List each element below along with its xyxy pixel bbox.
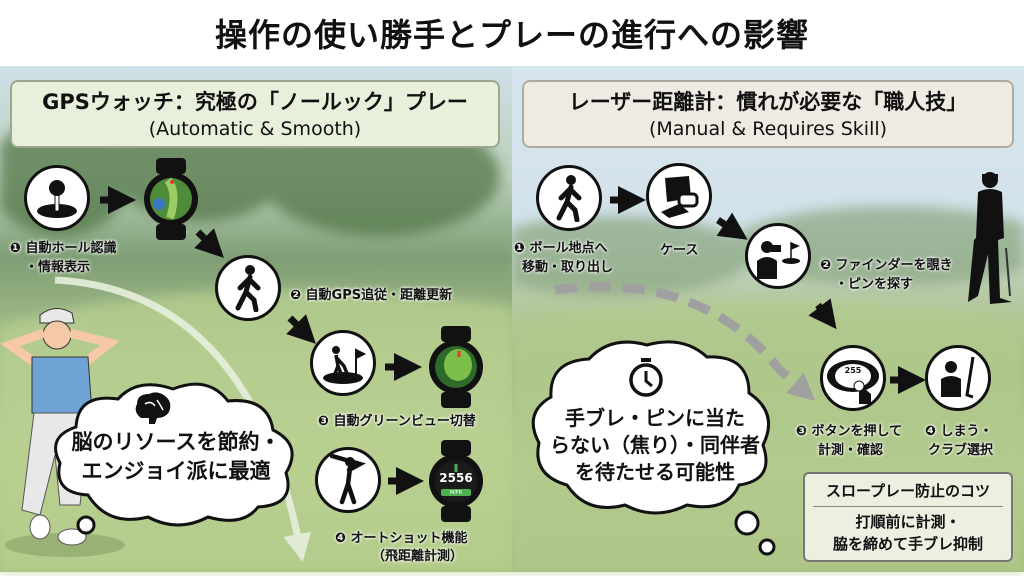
stopwatch-icon [629,358,663,397]
watch-distance-unit: M/FR [449,490,463,496]
cloud-line: 手ブレ・ピンに当た [565,406,745,430]
gps-watch-header: GPSウォッチ：究極の「ノールック」プレー (Automatic & Smoot… [10,80,500,148]
header-title: レーザー距離計：慣れが必要な「職人技」 [568,90,968,114]
step-label: クラブ選択 [928,443,994,458]
cloud-text: 手ブレ・ピンに当た らない（焦り）・同伴者 を待たせる可能性 [540,405,770,486]
cloud-line: 脳のリソースを節約・ [71,430,281,454]
thought-cloud [531,340,776,556]
club-select-icon [925,345,991,411]
dashed-flow-arrow [554,282,816,401]
finder-distance-value: 255 [844,366,862,375]
press-button-icon: 255 [820,345,886,411]
step-label: ・ピンを探す [835,277,914,292]
step-label: ❷ 自動GPS追従・距離更新 [290,288,453,303]
step-label: （飛距離計測） [372,549,464,564]
putting-golfer-icon [310,330,376,396]
step-label: ・情報表示 [25,260,91,275]
watch-distance-value: 2556 [439,471,473,485]
laser-rangefinder-header: レーザー距離計：慣れが必要な「職人技」 (Manual & Requires S… [522,80,1014,148]
step-label: ❷ ファインダーを覗き [820,258,953,273]
brain-icon [135,392,171,424]
step-label: ❶ ボール地点へ [514,241,608,256]
page-title: 操作の使い勝手とプレーの進行への影響 [0,0,1024,66]
swinging-golfer-icon [315,447,381,513]
cloud-line: エンジョイ派に最適 [81,459,271,483]
rangefinder-case-icon [646,163,712,229]
step-label: 移動・取り出し [522,260,614,275]
cloud-line: らない（焦り）・同伴者 [550,433,760,457]
step-label: ❸ ボタンを押して [796,424,903,439]
cloud-text: 脳のリソースを節約・ エンジョイ派に最適 [56,428,296,486]
step-label: ❹ オートショット機能 [335,531,468,546]
tip-line: 脇を締めて手ブレ抑制 [832,535,983,553]
thought-cloud [54,382,294,535]
header-subtitle: (Automatic & Smooth) [148,118,362,140]
step-label: 計測・確認 [818,443,884,458]
step-label: ケース [660,243,699,258]
tip-line: 打順前に計測・ [855,513,961,531]
watch-hole-map-icon [142,158,200,244]
watch-auto-shot-icon: 2556 M/FR [427,440,485,526]
header-subtitle: (Manual & Requires Skill) [648,118,888,140]
slow-play-tip-box: スロープレー防止のコツ 打順前に計測・ 脇を締めて手ブレ抑制 [803,472,1013,562]
walking-person-icon [536,165,602,231]
tip-title: スロープレー防止のコツ [813,474,1003,507]
header-title: GPSウォッチ：究極の「ノールック」プレー [42,90,468,114]
cloud-line: を待たせる可能性 [575,460,735,484]
golf-hole-icon [24,165,90,231]
relaxed-golfer-illustration [0,308,125,557]
step-label: ❸ 自動グリーンビュー切替 [318,414,476,429]
looking-through-finder-icon [745,223,811,289]
watch-green-view-icon [427,326,485,412]
walking-person-icon [215,255,281,321]
golfer-silhouette [968,172,1012,304]
step-label: ❶ 自動ホール認識 [10,241,117,256]
step-label: ❹ しまう・ [925,424,993,439]
